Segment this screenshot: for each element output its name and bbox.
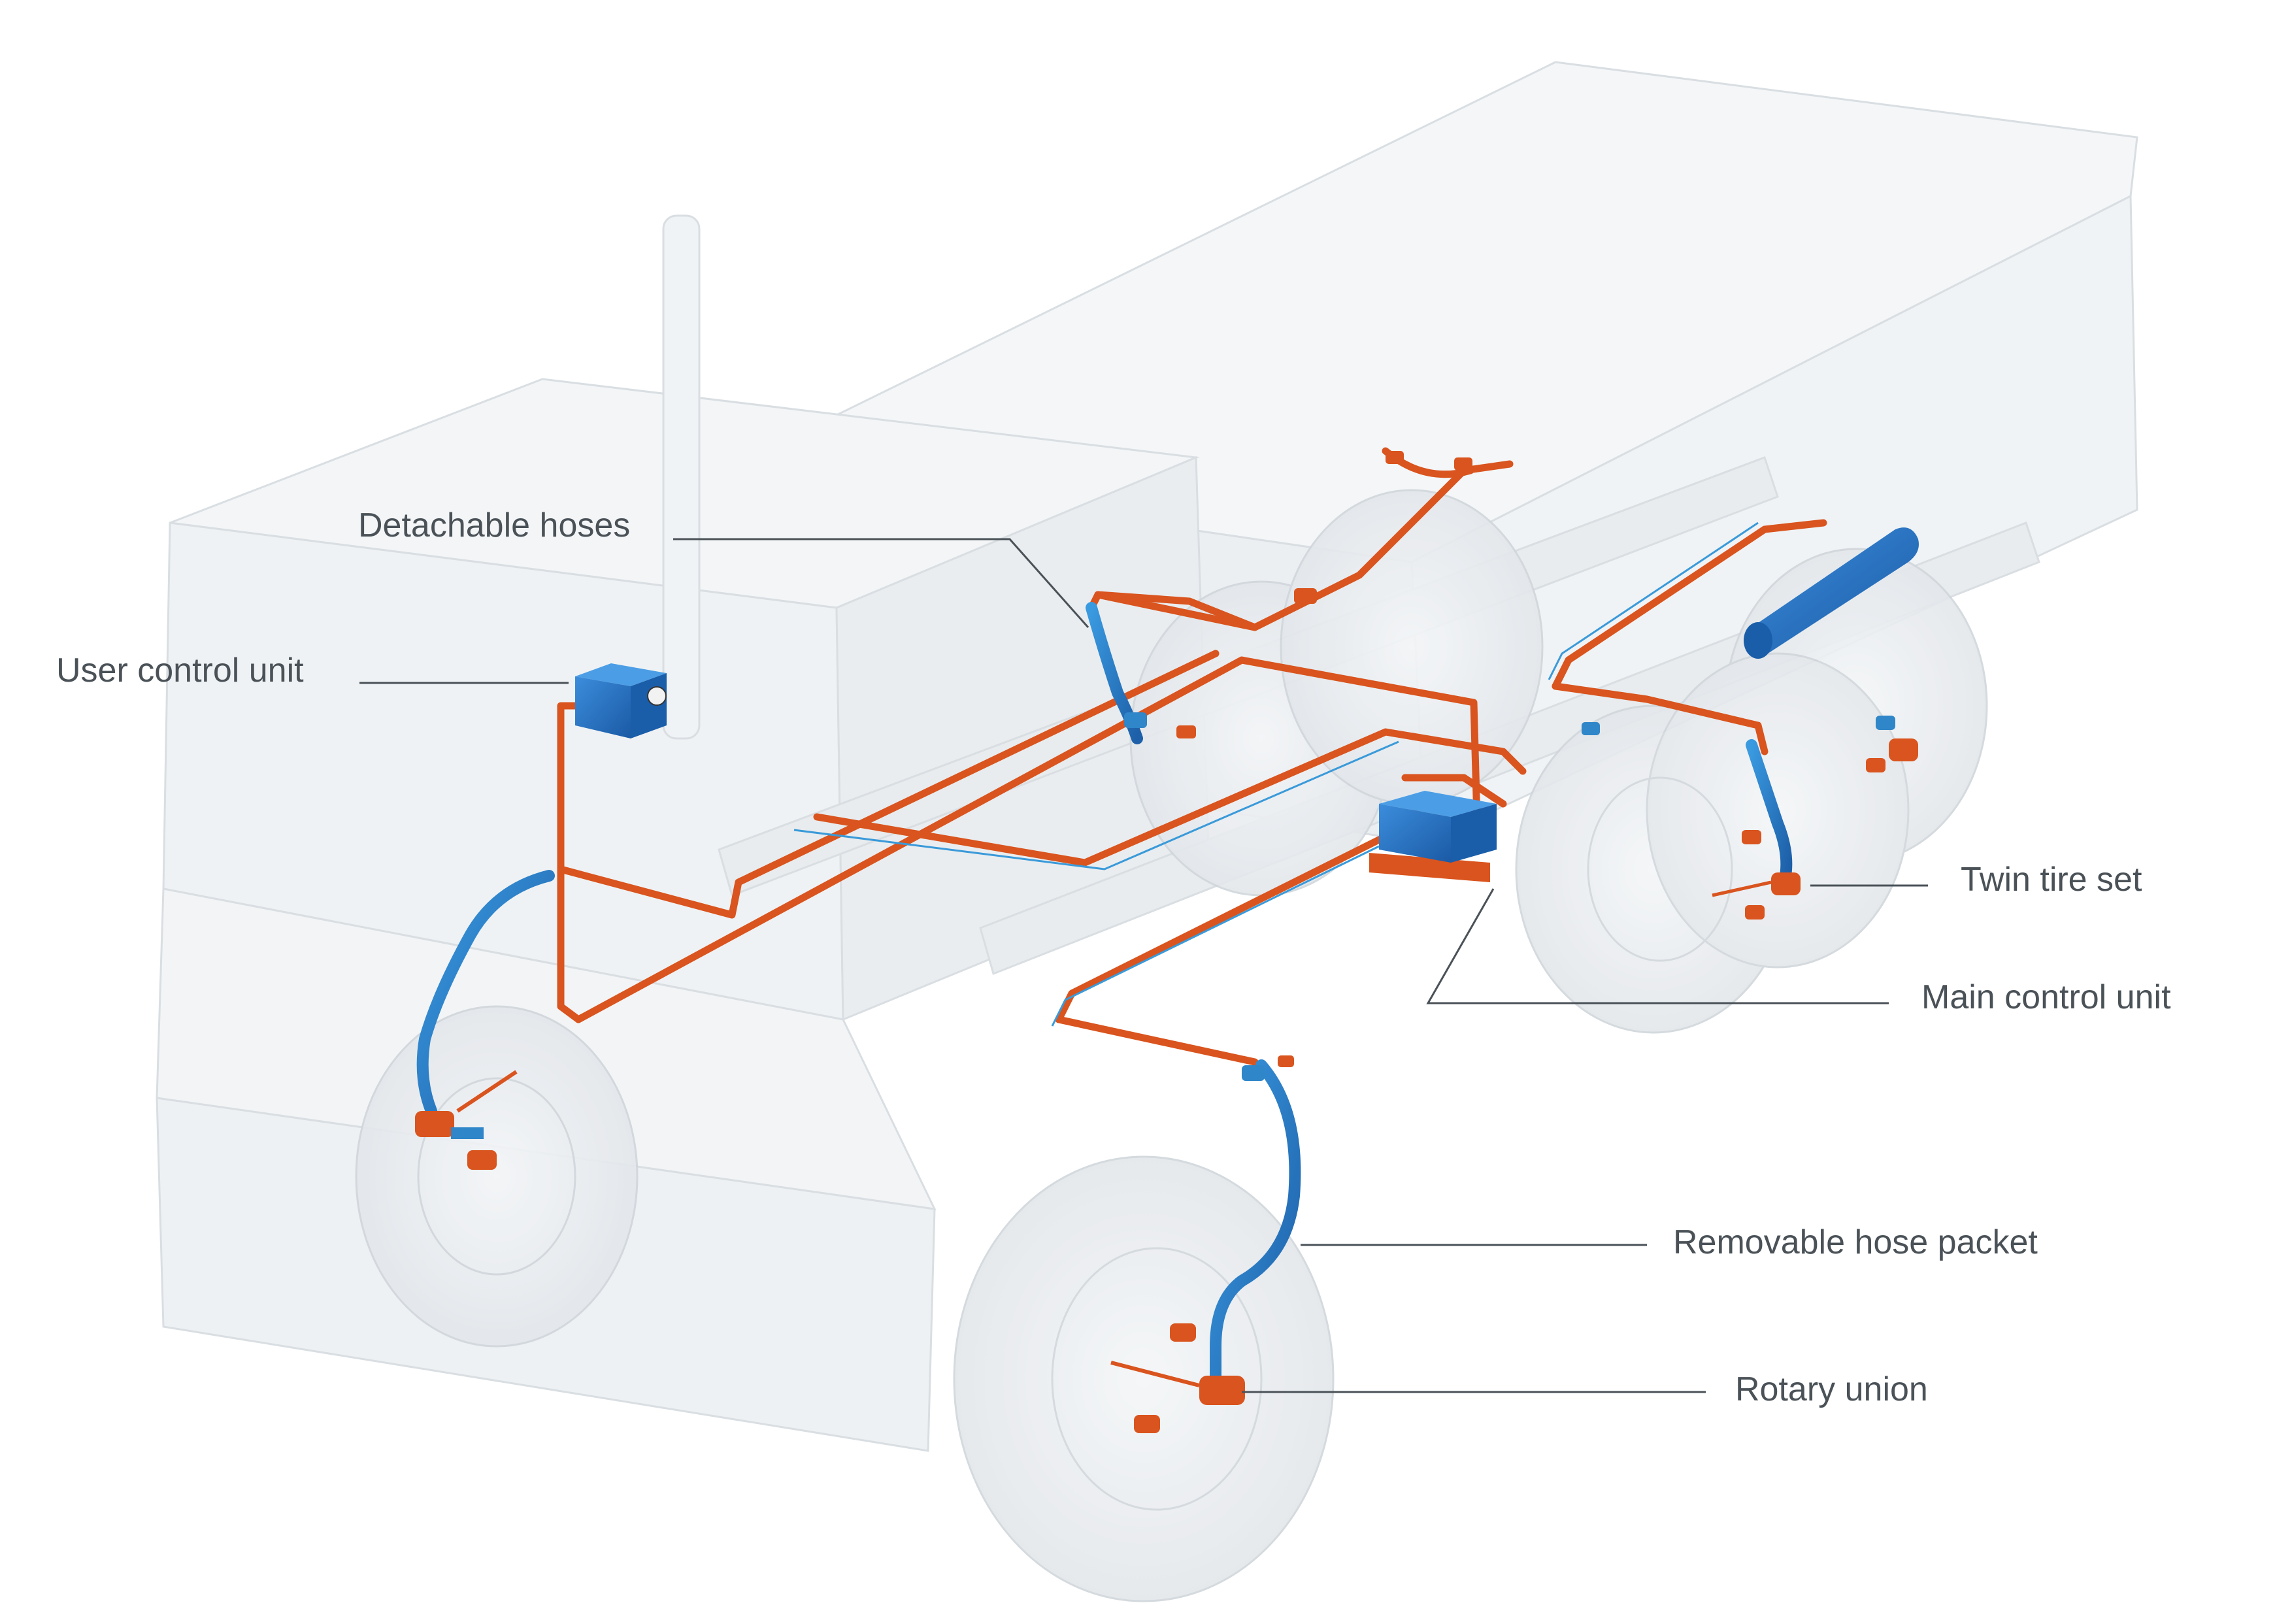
mcu-side: [1451, 804, 1497, 863]
label-rotary-union: Rotary union: [1735, 1370, 1928, 1408]
rotary-union-rear-right: [1712, 830, 1801, 920]
rotary-union-front-left: [415, 1070, 518, 1170]
thin-line-1: [793, 740, 1399, 870]
pipe-front-right-down: [1055, 1016, 1259, 1066]
air-tank: [1744, 527, 1919, 659]
label-user-control-unit: User control unit: [56, 652, 304, 689]
pipe-main-diagonal-3: [813, 728, 1527, 867]
hose-front-left: [416, 870, 555, 1117]
rotary-union-rear-far: [1866, 716, 1918, 772]
ucu-top: [575, 663, 667, 686]
thin-blue-lines: [793, 522, 1759, 1027]
orange-piping: [557, 447, 1827, 1066]
hub-front-left: [417, 1077, 576, 1276]
label-twin-tire-set: Twin tire set: [1961, 861, 2142, 899]
tank-end: [1744, 622, 1772, 659]
wheel-front-right: [953, 1155, 1335, 1602]
ucu-front: [575, 676, 631, 738]
mid-axle-fittings: [1124, 451, 1600, 1081]
leader-detachable-hoses: [673, 538, 1089, 628]
exhaust-stack: [662, 214, 701, 740]
wheel-end-fittings: [415, 451, 1918, 1433]
main-control-unit-box: [1369, 791, 1497, 882]
pipe-tank-run: [1552, 519, 1827, 690]
pipe-main-diagonal-1: [574, 656, 1481, 1023]
mcu-top: [1379, 791, 1497, 817]
thin-line-2: [1051, 845, 1380, 1027]
pipe-to-main-unit: [1401, 774, 1507, 808]
leader-lines: [359, 538, 1928, 1393]
mcu-base: [1369, 853, 1490, 882]
pipe-main-diagonal-2: [557, 650, 1220, 919]
hose-rear-right: [1746, 739, 1793, 888]
hub-front-right: [1051, 1247, 1263, 1511]
thin-line-3: [1548, 522, 1759, 680]
label-detachable-hoses: Detachable hoses: [358, 506, 631, 544]
leader-main-control-unit: [1426, 888, 1889, 1004]
hub-rear-near: [1587, 776, 1733, 962]
pipe-upper-run: [1094, 460, 1514, 631]
hose-front-right: [1210, 1059, 1301, 1391]
mcu-front: [1379, 804, 1451, 863]
wheel-front-left: [355, 1005, 639, 1348]
tank-body: [1744, 527, 1919, 656]
pipe-detachable: [1088, 591, 1259, 631]
label-main-control-unit: Main control unit: [1921, 978, 2171, 1016]
pipe-ucu-vertical: [557, 702, 589, 1023]
label-removable-hose-packet: Removable hose packet: [1673, 1223, 2038, 1261]
ucu-gauge: [647, 686, 667, 706]
pipe-rear-cross: [1552, 682, 1769, 755]
user-control-unit-box: [575, 663, 667, 738]
rotary-union-front-right: [1110, 1323, 1245, 1433]
